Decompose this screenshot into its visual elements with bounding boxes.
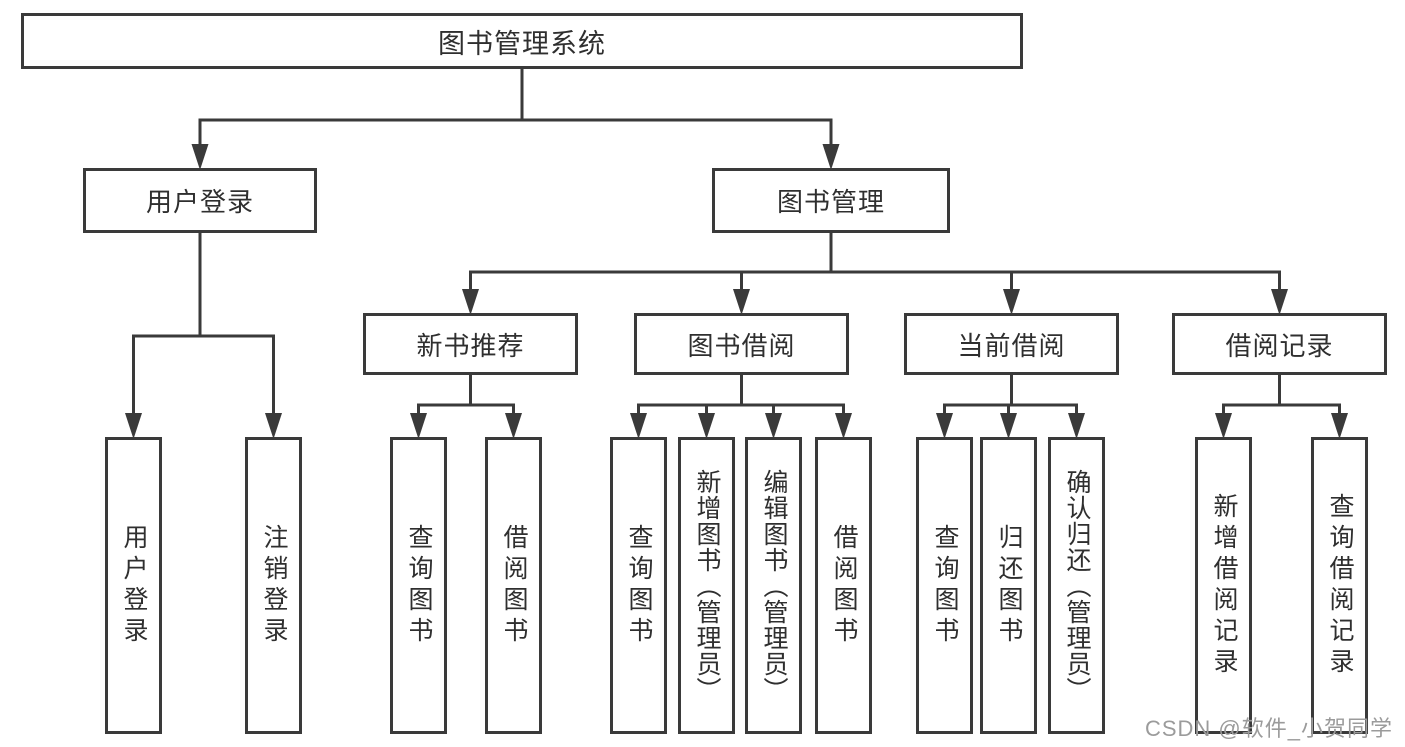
node-label: 图书管理	[776, 187, 885, 217]
node-book-management: 图书管理	[712, 168, 950, 233]
csdn-watermark: CSDN @软件_小贺同学	[1144, 716, 1393, 741]
node-current-borrowing: 当前借阅	[904, 313, 1119, 375]
arrowhead	[1068, 413, 1085, 439]
node-confirm-return-admin: 确认归还（管理员）	[1048, 437, 1105, 734]
arrowhead	[1271, 289, 1288, 315]
node-label: 新书推荐	[416, 330, 525, 361]
connector-user-login-children	[132, 231, 275, 422]
arrowhead	[410, 413, 427, 439]
node-query-books-borrowing: 查询图书	[610, 437, 667, 734]
node-label: 查询图书	[405, 523, 433, 648]
connector-root-to-branches	[198, 67, 833, 152]
connector-book-borrowing-children	[637, 373, 845, 422]
node-label: 当前借阅	[957, 330, 1066, 361]
arrowhead	[1215, 413, 1232, 439]
arrowhead	[765, 413, 782, 439]
node-label: 查询借阅记录	[1326, 492, 1354, 679]
node-library-system: 图书管理系统	[21, 13, 1023, 69]
node-new-book-recommendation: 新书推荐	[363, 313, 578, 375]
connector-book-management-children	[469, 231, 1281, 297]
arrowhead	[835, 413, 852, 439]
node-label: 借阅图书	[500, 523, 528, 648]
node-label: 查询图书	[931, 523, 959, 648]
node-label: 查询图书	[625, 523, 653, 648]
node-label: 新增图书（管理员）	[693, 468, 721, 703]
node-add-books-admin: 新增图书（管理员）	[678, 437, 735, 734]
node-label: 归还图书	[995, 523, 1023, 648]
node-add-borrow-record: 新增借阅记录	[1195, 437, 1252, 734]
arrowhead	[1003, 289, 1020, 315]
node-label: 用户登录	[145, 187, 254, 217]
node-borrow-books-recommend: 借阅图书	[485, 437, 542, 734]
node-label: 图书管理系统	[438, 28, 606, 59]
arrowhead	[1000, 413, 1017, 439]
node-user-login: 用户登录	[83, 168, 317, 233]
arrowhead	[462, 289, 479, 315]
arrowhead	[822, 144, 840, 170]
node-logout-leaf: 注销登录	[245, 437, 302, 734]
node-query-borrow-record: 查询借阅记录	[1311, 437, 1368, 734]
connector-borrowing-records-children	[1222, 373, 1341, 422]
node-query-books-recommend: 查询图书	[390, 437, 447, 734]
node-label: 借阅图书	[830, 523, 858, 648]
arrowhead	[191, 144, 209, 170]
arrowhead	[630, 413, 647, 439]
node-return-books: 归还图书	[980, 437, 1037, 734]
node-user-login-leaf: 用户登录	[105, 437, 162, 734]
node-borrowing-records: 借阅记录	[1172, 313, 1387, 375]
node-label: 图书借阅	[687, 330, 796, 361]
arrowhead	[265, 413, 282, 439]
arrowhead	[125, 413, 142, 439]
arrowhead	[733, 289, 750, 315]
arrowhead	[1331, 413, 1348, 439]
node-book-borrowing: 图书借阅	[634, 313, 849, 375]
node-label: 注销登录	[260, 523, 288, 648]
node-label: 借阅记录	[1225, 330, 1334, 361]
arrowhead	[698, 413, 715, 439]
node-label: 用户登录	[120, 523, 148, 648]
node-label: 确认归还（管理员）	[1063, 468, 1091, 703]
node-borrow-books-borrowing: 借阅图书	[815, 437, 872, 734]
node-label: 新增借阅记录	[1210, 492, 1238, 679]
node-label: 编辑图书（管理员）	[760, 468, 788, 703]
node-query-books-current: 查询图书	[916, 437, 973, 734]
connector-current-borrowing-children	[943, 373, 1078, 422]
arrowhead	[936, 413, 953, 439]
connector-new-book-children	[417, 373, 515, 422]
arrowhead	[505, 413, 522, 439]
node-edit-books-admin: 编辑图书（管理员）	[745, 437, 802, 734]
